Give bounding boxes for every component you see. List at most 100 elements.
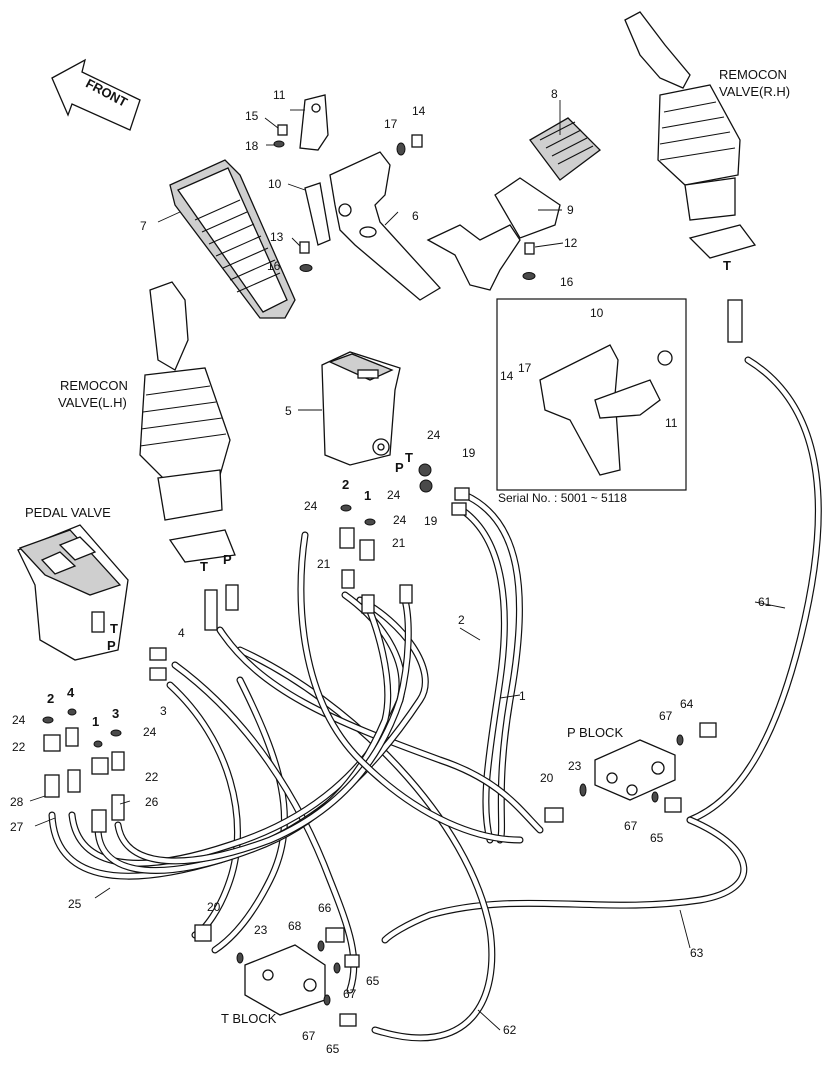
left-pedal: [169, 159, 296, 319]
port-num-2-pedal: 2: [47, 691, 54, 706]
callout-24-pedal-right: 24: [143, 725, 157, 739]
callout-16-right: 16: [560, 275, 574, 289]
callout-21-left: 21: [317, 557, 331, 571]
port-p-pedal: P: [107, 638, 116, 653]
callout-22-right: 22: [145, 770, 159, 784]
callout-20-tblock: 20: [207, 900, 221, 914]
callout-26: 26: [145, 795, 159, 809]
arm-10: [304, 182, 331, 246]
callout-10-inset: 10: [590, 306, 604, 320]
remocon-valve-rh: [624, 11, 757, 343]
callout-23-tblock: 23: [254, 923, 268, 937]
callout-67-tblock-bottom: 67: [302, 1029, 316, 1043]
pedal-valve: [17, 524, 129, 661]
callout-66: 66: [318, 901, 332, 915]
remocon-rh-line2: VALVE(R.H): [719, 84, 790, 99]
callout-19-bottom: 19: [424, 514, 438, 528]
port-num-2-pilot: 2: [342, 477, 349, 492]
part-callouts: 1 2 3 4 5 6 7 8 9 10 10 11 11 12 13 14 1…: [10, 87, 772, 1056]
port-t-pilot: T: [405, 450, 413, 465]
callout-67-tblock-right: 67: [343, 987, 357, 1001]
port-num-1-pilot: 1: [364, 488, 371, 503]
callout-23-pblock: 23: [568, 759, 582, 773]
remocon-lh-line2: VALVE(L.H): [58, 395, 127, 410]
remocon-valve-lh: [139, 281, 239, 631]
port-num-4-pedal: 4: [67, 685, 75, 700]
callout-20-pblock: 20: [540, 771, 554, 785]
t-block: [244, 944, 326, 1016]
p-block: [594, 739, 676, 801]
port-letters: T T P T P T P: [107, 258, 731, 653]
callout-28: 28: [10, 795, 24, 809]
callout-11: 11: [273, 88, 286, 102]
port-t-lh: T: [200, 559, 208, 574]
callout-3: 3: [160, 704, 167, 718]
callout-24-pilot-mid: 24: [387, 488, 401, 502]
port-num-3-pedal: 3: [112, 706, 119, 721]
callout-24-pedal-left: 24: [12, 713, 26, 727]
port-numbers: 2 1 2 4 1 3: [47, 477, 371, 729]
callout-12: 12: [564, 236, 578, 250]
callout-24-pilot-left: 24: [304, 499, 318, 513]
port-t-pedal: T: [110, 621, 118, 636]
callout-22-left: 22: [12, 740, 26, 754]
pilot-valve-block: [321, 351, 401, 466]
callout-6: 6: [412, 209, 419, 223]
callout-18: 18: [245, 139, 259, 153]
bolts-and-washers: [273, 124, 536, 280]
callout-1: 1: [519, 689, 526, 703]
remocon-rh-line1: REMOCON: [719, 67, 787, 82]
port-p-lh: P: [223, 552, 232, 567]
callout-24-pilot-top: 24: [427, 428, 441, 442]
callout-16-left: 16: [267, 259, 281, 273]
serial-text: Serial No. : 5001 ~ 5118: [498, 491, 627, 505]
callout-64: 64: [680, 697, 694, 711]
callout-62: 62: [503, 1023, 517, 1037]
callout-68: 68: [288, 919, 302, 933]
pedal-bracket-right: [426, 224, 521, 291]
callout-14-inset: 14: [500, 369, 514, 383]
callout-9: 9: [567, 203, 574, 217]
callout-5: 5: [285, 404, 292, 418]
callout-27: 27: [10, 820, 24, 834]
bracket-11: [299, 94, 329, 151]
callout-19-top: 19: [462, 446, 476, 460]
front-arrow-icon: FRONT: [51, 58, 141, 131]
callout-67-pblock-bottom: 67: [624, 819, 638, 833]
callout-24-pilot-right: 24: [393, 513, 407, 527]
right-pedal: [494, 117, 601, 239]
callout-13: 13: [270, 230, 284, 244]
callout-17-inset: 17: [518, 361, 532, 375]
callout-65-tblock-upper: 65: [366, 974, 380, 988]
pedal-valve-title: PEDAL VALVE: [25, 505, 111, 520]
port-t-rh: T: [723, 258, 731, 273]
callout-67-pblock-top: 67: [659, 709, 673, 723]
callout-7: 7: [140, 219, 147, 233]
callout-17: 17: [384, 117, 398, 131]
port-num-1-pedal: 1: [92, 714, 99, 729]
callout-61: 61: [758, 595, 772, 609]
text-labels: REMOCON VALVE(R.H) REMOCON VALVE(L.H) PE…: [25, 67, 790, 1026]
callout-63: 63: [690, 946, 704, 960]
serial-inset-box: Serial No. : 5001 ~ 5118: [496, 298, 687, 505]
callout-21-right: 21: [392, 536, 406, 550]
pedal-bracket-left: [329, 151, 442, 301]
leader-lines: [29, 100, 786, 1031]
t-block-title: T BLOCK: [221, 1011, 277, 1026]
port-p-pilot: P: [395, 460, 404, 475]
callout-11-inset: 11: [665, 416, 678, 430]
fittings: [42, 463, 717, 1027]
callout-14: 14: [412, 104, 426, 118]
callout-15: 15: [245, 109, 259, 123]
callout-65-pblock: 65: [650, 831, 664, 845]
callout-2: 2: [458, 613, 465, 627]
callout-8: 8: [551, 87, 558, 101]
callout-65-tblock-lower: 65: [326, 1042, 340, 1056]
callout-10: 10: [268, 177, 282, 191]
remocon-lh-line1: REMOCON: [60, 378, 128, 393]
callout-4: 4: [178, 626, 185, 640]
p-block-title: P BLOCK: [567, 725, 623, 740]
callout-25: 25: [68, 897, 82, 911]
hose-group: [48, 356, 822, 1042]
